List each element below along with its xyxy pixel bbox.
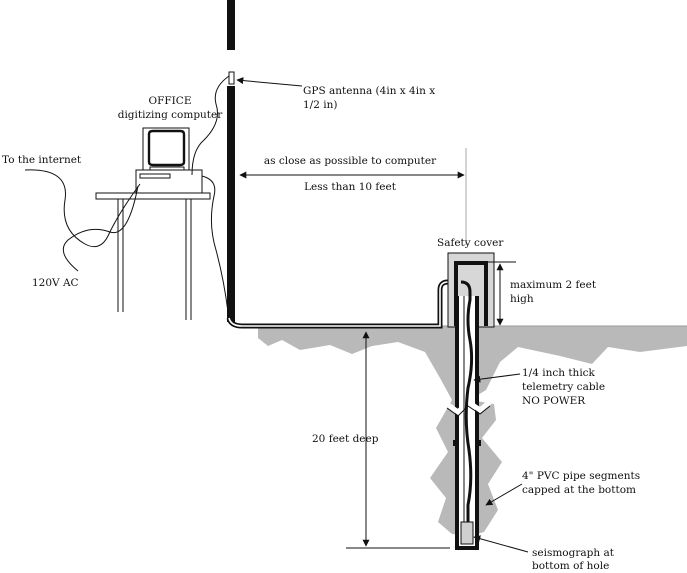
pvc-label-line1: 4" PVC pipe segments <box>522 470 641 482</box>
cover-height-dimension <box>486 261 516 326</box>
distance-label-line1: as close as possible to computer <box>263 155 437 167</box>
gps-antenna-label-line2: 1/2 in) <box>303 99 338 111</box>
cable-label-line1: 1/4 inch thick <box>522 367 595 379</box>
pvc-label-line2: capped at the bottom <box>522 484 636 496</box>
wires <box>24 75 230 313</box>
max-height-label-line2: high <box>510 293 534 305</box>
antenna-pole <box>227 0 235 322</box>
cable-label-line3: NO POWER <box>522 395 586 407</box>
leader-arrows <box>236 77 529 553</box>
computer <box>135 127 203 194</box>
gps-antenna-label-line1: GPS antenna (4in x 4in x <box>303 85 436 97</box>
office-label: OFFICE <box>148 95 192 107</box>
safety-cover-label: Safety cover <box>437 237 504 249</box>
distance-label-line2: Less than 10 feet <box>304 181 396 193</box>
surface-cable <box>226 279 461 329</box>
seismograph-label-line2: bottom of hole <box>532 560 610 572</box>
internet-label: To the internet <box>2 154 82 166</box>
depth-dimension <box>346 331 450 549</box>
borehole-pipe <box>445 280 492 550</box>
power-label: 120V AC <box>32 277 79 289</box>
seismograph-label-line1: seismograph at <box>532 547 614 559</box>
digitizing-computer-label: digitizing computer <box>117 109 223 121</box>
distance-dimension <box>239 148 467 245</box>
depth-label: 20 feet deep <box>312 433 379 445</box>
max-height-label-line1: maximum 2 feet <box>510 279 597 291</box>
desk <box>95 192 211 320</box>
cable-label-line2: telemetry cable <box>522 381 606 393</box>
